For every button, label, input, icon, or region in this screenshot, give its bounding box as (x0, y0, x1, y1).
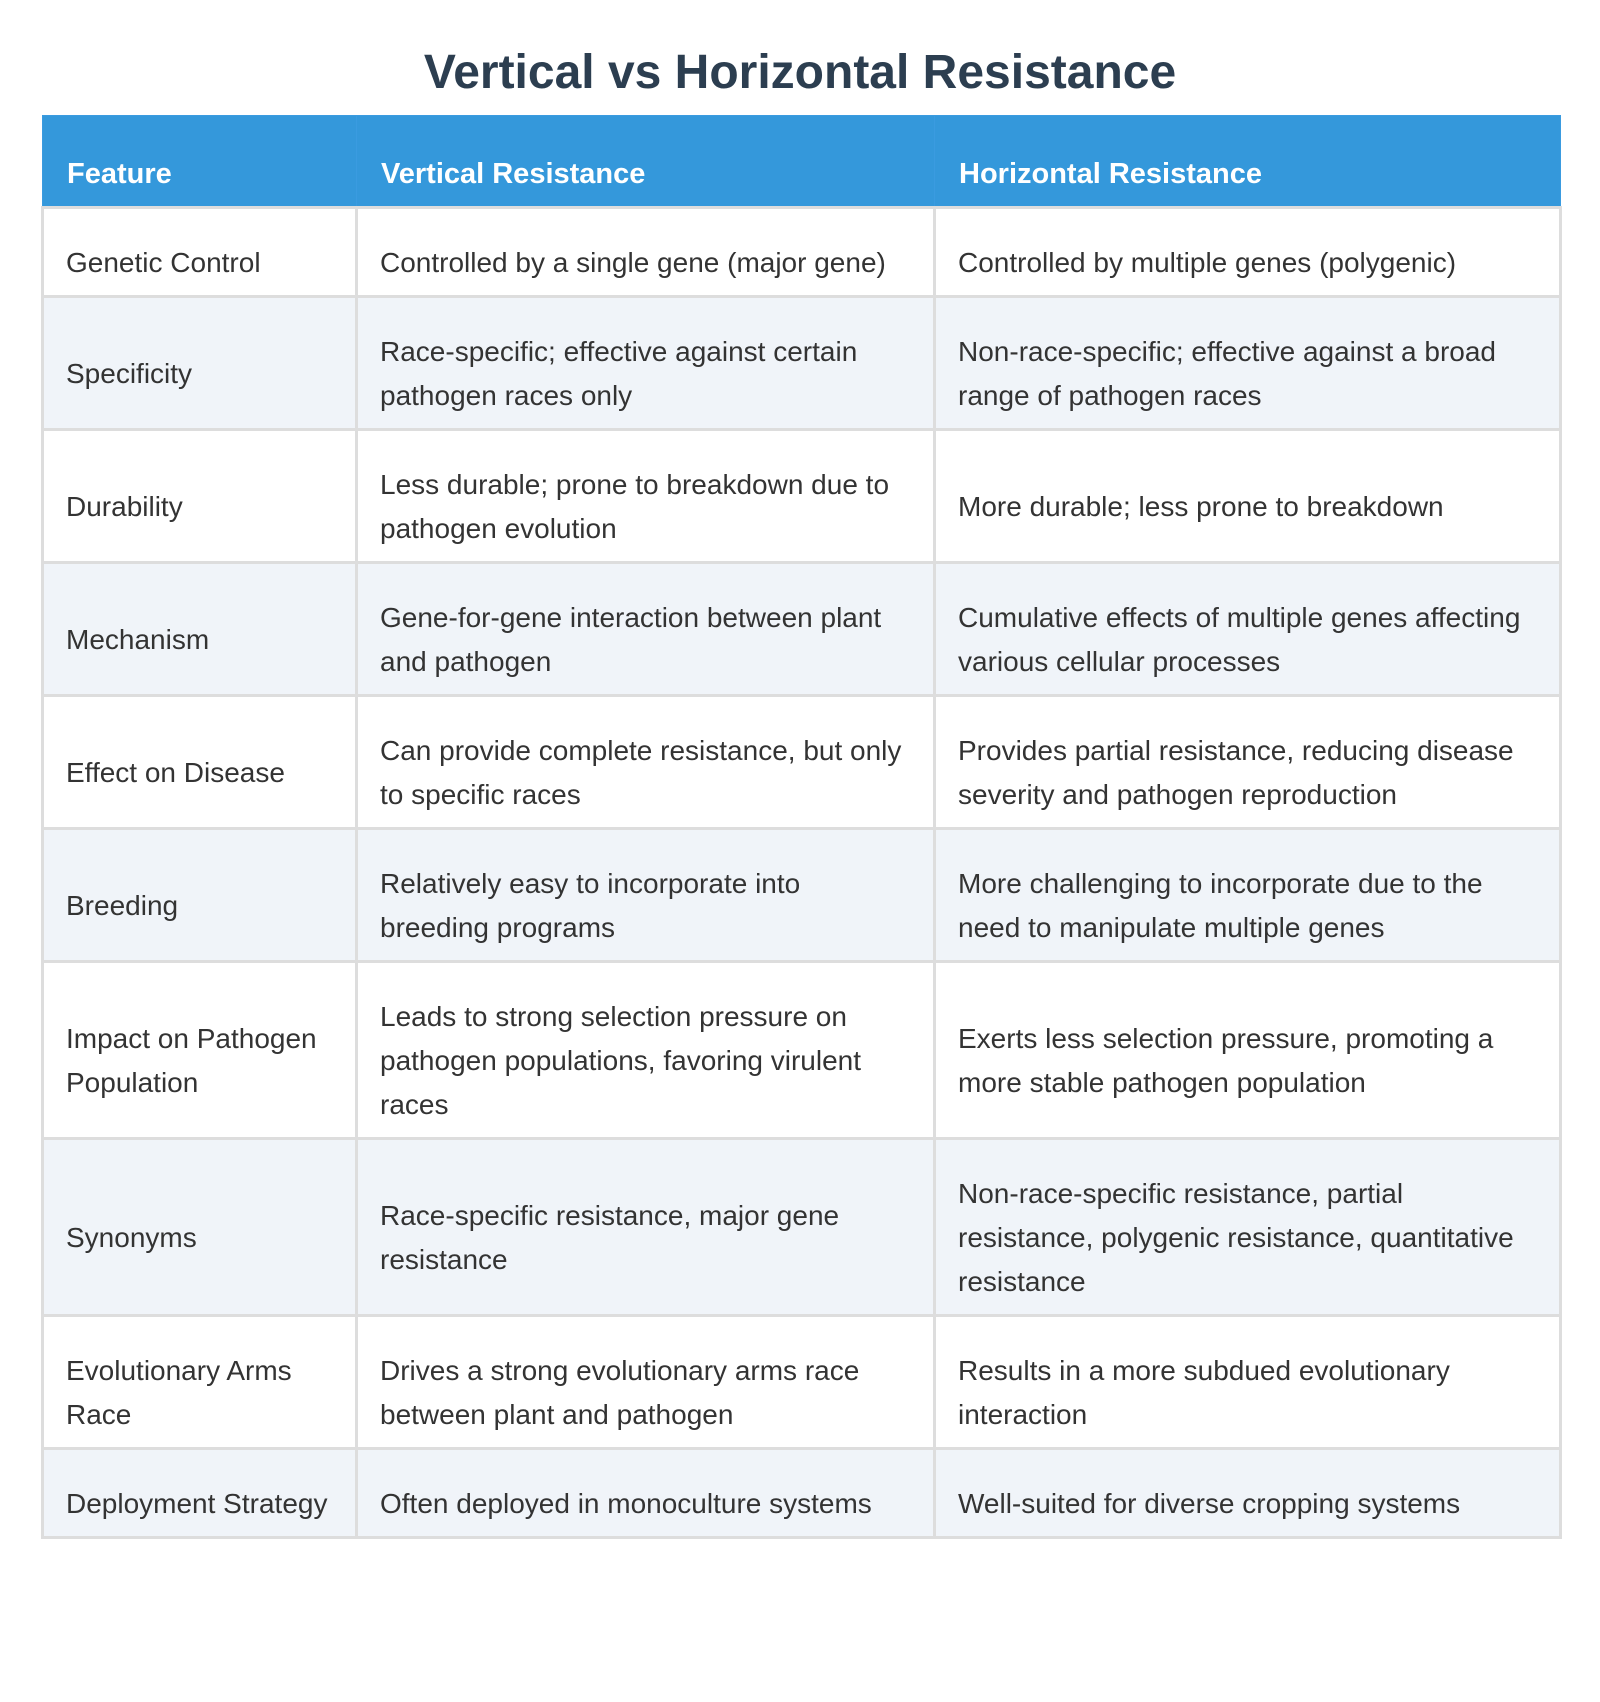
horizontal-cell: Provides partial resistance, reducing di… (933, 694, 1562, 830)
feature-cell: Synonyms (41, 1137, 358, 1317)
feature-cell: Breeding (41, 827, 358, 963)
horizontal-cell: Cumulative effects of multiple genes aff… (933, 561, 1562, 697)
header-row: Feature Vertical Resistance Horizontal R… (42, 115, 1561, 209)
feature-cell: Effect on Disease (41, 694, 358, 830)
feature-cell: Mechanism (41, 561, 358, 697)
header-vertical-resistance: Vertical Resistance (356, 115, 935, 209)
feature-cell: Impact on Pathogen Population (41, 960, 358, 1140)
table-row: Breeding Relatively easy to incorporate … (41, 827, 1562, 963)
vertical-cell: Controlled by a single gene (major gene) (355, 206, 936, 298)
vertical-cell: Race-specific resistance, major gene res… (355, 1137, 936, 1317)
vertical-cell: Relatively easy to incorporate into bree… (355, 827, 936, 963)
vertical-cell: Race-specific; effective against certain… (355, 295, 936, 431)
feature-cell: Deployment Strategy (41, 1447, 358, 1539)
horizontal-cell: Exerts less selection pressure, promotin… (933, 960, 1562, 1140)
table-row: Effect on Disease Can provide complete r… (41, 694, 1562, 830)
table-body: Genetic Control Controlled by a single g… (41, 206, 1562, 1539)
table-header: Feature Vertical Resistance Horizontal R… (42, 115, 1561, 209)
table-row: Durability Less durable; prone to breakd… (41, 428, 1562, 564)
vertical-cell: Gene-for-gene interaction between plant … (355, 561, 936, 697)
header-feature: Feature (42, 115, 357, 209)
vertical-cell: Drives a strong evolutionary arms race b… (355, 1314, 936, 1450)
table-row: Mechanism Gene-for-gene interaction betw… (41, 561, 1562, 697)
vertical-cell: Leads to strong selection pressure on pa… (355, 960, 936, 1140)
table-row: Deployment Strategy Often deployed in mo… (41, 1447, 1562, 1539)
table-row: Synonyms Race-specific resistance, major… (41, 1137, 1562, 1317)
horizontal-cell: More durable; less prone to breakdown (933, 428, 1562, 564)
horizontal-cell: Non-race-specific; effective against a b… (933, 295, 1562, 431)
horizontal-cell: More challenging to incorporate due to t… (933, 827, 1562, 963)
feature-cell: Genetic Control (41, 206, 358, 298)
horizontal-cell: Results in a more subdued evolutionary i… (933, 1314, 1562, 1450)
page-title: Vertical vs Horizontal Resistance (423, 46, 1177, 99)
comparison-table: Feature Vertical Resistance Horizontal R… (41, 115, 1562, 1539)
feature-cell: Evolutionary Arms Race (41, 1314, 358, 1450)
header-horizontal-resistance: Horizontal Resistance (934, 115, 1561, 209)
feature-cell: Durability (41, 428, 358, 564)
horizontal-cell: Non-race-specific resistance, partial re… (933, 1137, 1562, 1317)
table-row: Impact on Pathogen Population Leads to s… (41, 960, 1562, 1140)
vertical-cell: Can provide complete resistance, but onl… (355, 694, 936, 830)
table-row: Genetic Control Controlled by a single g… (41, 206, 1562, 298)
horizontal-cell: Well-suited for diverse cropping systems (933, 1447, 1562, 1539)
feature-cell: Specificity (41, 295, 358, 431)
vertical-cell: Often deployed in monoculture systems (355, 1447, 936, 1539)
vertical-cell: Less durable; prone to breakdown due to … (355, 428, 936, 564)
horizontal-cell: Controlled by multiple genes (polygenic) (933, 206, 1562, 298)
table-row: Specificity Race-specific; effective aga… (41, 295, 1562, 431)
table-row: Evolutionary Arms Race Drives a strong e… (41, 1314, 1562, 1450)
